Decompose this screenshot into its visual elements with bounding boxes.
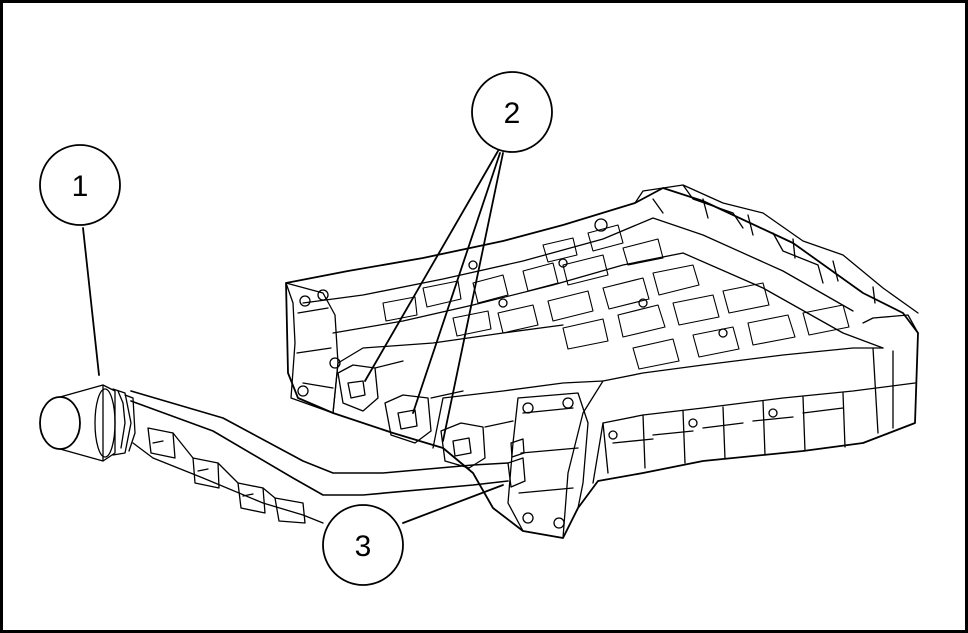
- callout-3: 3: [322, 504, 404, 586]
- callout-1: 1: [39, 144, 121, 226]
- solenoid-group: [337, 360, 514, 469]
- wiring-harness: [39, 384, 509, 524]
- callout-2: 2: [471, 71, 553, 153]
- callout-2-label: 2: [504, 97, 521, 130]
- valve-body-assembly: [285, 184, 919, 539]
- exploded-view-drawing: 1 2 3: [39, 71, 919, 586]
- callout-1-label: 1: [72, 170, 89, 203]
- callout-leaders: [82, 150, 504, 524]
- callout-3-label: 3: [355, 530, 372, 563]
